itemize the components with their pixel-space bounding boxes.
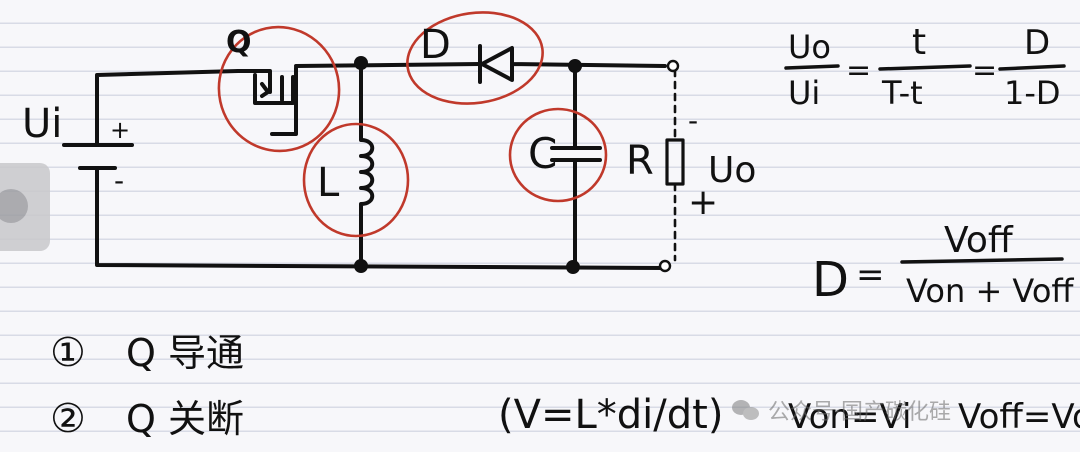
wechat-icon (732, 398, 762, 422)
capacitor-symbol (550, 64, 602, 268)
svg-text:=: = (972, 53, 997, 88)
svg-text:Von + Voff: Von + Voff (906, 272, 1074, 310)
transistor-q-body (236, 66, 298, 136)
circle-d (406, 11, 544, 105)
diode-symbol (478, 44, 667, 84)
handle-knob-icon (0, 189, 28, 223)
junction-bottom-c (566, 260, 580, 274)
wire-top-left (95, 69, 240, 147)
svg-text:T-t: T-t (881, 74, 923, 112)
label-plus-output: + (688, 182, 718, 223)
note1-text: Q 导通 (126, 331, 244, 375)
resistor-body (665, 138, 685, 186)
terminal-bottom (658, 259, 672, 273)
svg-text:1-D: 1-D (1004, 74, 1061, 112)
wire-q-to-d (294, 62, 482, 68)
label-c: C (528, 129, 557, 178)
svg-text:Uo: Uo (788, 28, 831, 66)
label-q: Q (226, 25, 252, 60)
note2-mark: ② (50, 396, 86, 442)
formula-duty: D = Voff Von + Voff (812, 220, 1074, 310)
watermark: 公众号·国产碳化硅 (732, 392, 951, 428)
formula-ratio: Uo Ui = t T-t = D 1-D (788, 22, 1061, 112)
inductor-coil (359, 62, 375, 267)
svg-text:t: t (912, 22, 926, 63)
circle-c (508, 107, 608, 203)
label-r: R (626, 138, 654, 184)
note2-text: Q 关断 (126, 397, 244, 441)
label-d: D (420, 22, 451, 68)
note-inductor-law: (V=L*di/dt) (498, 392, 723, 438)
svg-text:=: = (846, 53, 871, 88)
label-l: L (317, 160, 340, 206)
wire-bottom (95, 180, 667, 270)
side-scroll-handle[interactable] (0, 163, 50, 251)
svg-text:Voff: Voff (944, 220, 1014, 261)
note1-mark: ① (50, 330, 86, 376)
note-voff: Voff=Vo (958, 397, 1080, 437)
label-minus-output: - (688, 104, 698, 137)
note-von: Von=Vi (788, 397, 911, 437)
watermark-text: 公众号·国产碳化硅 (768, 400, 951, 425)
label-plus-source: + (110, 116, 130, 144)
junction-top-c (568, 59, 582, 73)
label-minus-source: - (114, 164, 124, 197)
terminal-top (666, 59, 680, 73)
circle-q (217, 25, 341, 153)
junction-top-l (354, 56, 368, 70)
svg-text:Ui: Ui (788, 74, 820, 112)
label-vi: Ui (22, 101, 62, 147)
svg-text:=: = (856, 255, 885, 295)
svg-text:D: D (812, 252, 849, 308)
svg-text:D: D (1024, 23, 1050, 63)
circle-l (302, 122, 410, 238)
label-uo: Uo (708, 150, 756, 191)
junction-bottom-l (354, 259, 368, 273)
